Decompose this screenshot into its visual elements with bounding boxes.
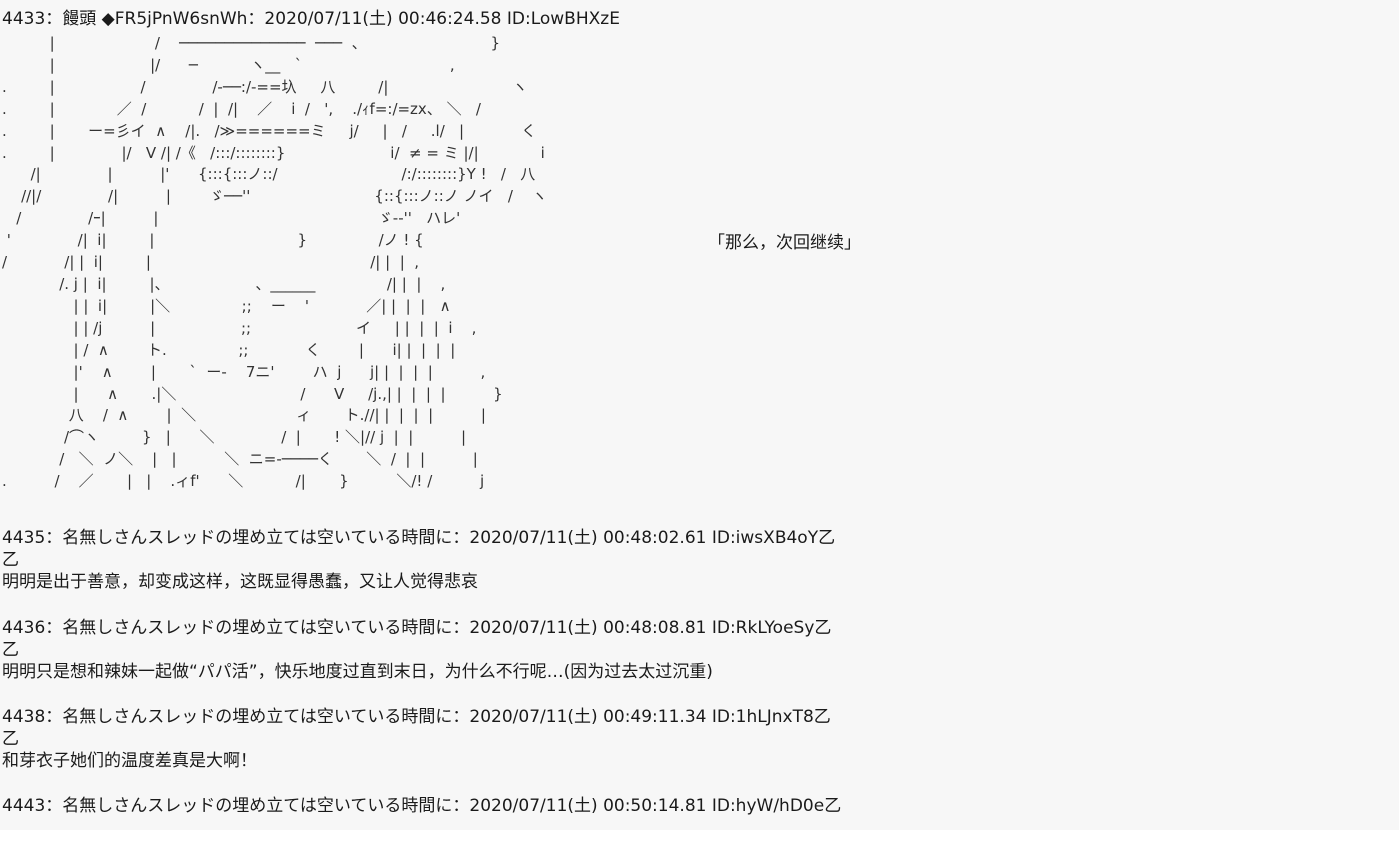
post-4435: 4435：名無しさんスレッドの埋め立ては空いている時間に：2020/07/11(… [2,527,835,593]
post-body-line: 乙 [2,550,19,570]
post-4443: 4443：名無しさんスレッドの埋め立ては空いている時間に：2020/07/11(… [2,795,841,817]
post-header: 4436：名無しさんスレッドの埋め立ては空いている時間に：2020/07/11(… [2,618,832,638]
post-4436: 4436：名無しさんスレッドの埋め立ては空いている時間に：2020/07/11(… [2,617,831,683]
speech-bubble: 「那么，次回继续」 [708,233,861,253]
post-body-line: 乙 [2,729,19,749]
thread-page: 4433：饅頭 ◆FR5jPnW6snWh：2020/07/11(土) 00:4… [2,8,861,817]
post-header: 4443：名無しさんスレッドの埋め立ては空いている時間に：2020/07/11(… [2,796,842,816]
post-header: 4438：名無しさんスレッドの埋め立ては空いている時間に：2020/07/11(… [2,707,831,727]
post-body-line: 和芽衣子她们的温度差真是大啊！ [2,751,257,771]
post-header: 4435：名無しさんスレッドの埋め立ては空いている時間に：2020/07/11(… [2,528,836,548]
post-body-line: 明明只是想和辣妹一起做“パパ活”，快乐地度过直到末日，为什么不行呢…(因为过去太… [2,662,713,682]
page-bottom-margin [0,830,1399,868]
post-body-line: 明明是出于善意，却变成这样，这既显得愚蠢，又让人觉得悲哀 [2,572,478,592]
post-4438: 4438：名無しさんスレッドの埋め立ては空いている時間に：2020/07/11(… [2,706,831,772]
post-header: 4433：饅頭 ◆FR5jPnW6snWh：2020/07/11(土) 00:4… [2,9,620,29]
post-body-line: 乙 [2,640,19,660]
post-4433: 4433：饅頭 ◆FR5jPnW6snWh：2020/07/11(土) 00:4… [2,8,620,30]
ascii-art: | / ────────────── ─── 、 } | |/ ─ ヽ__ ` … [2,34,547,491]
